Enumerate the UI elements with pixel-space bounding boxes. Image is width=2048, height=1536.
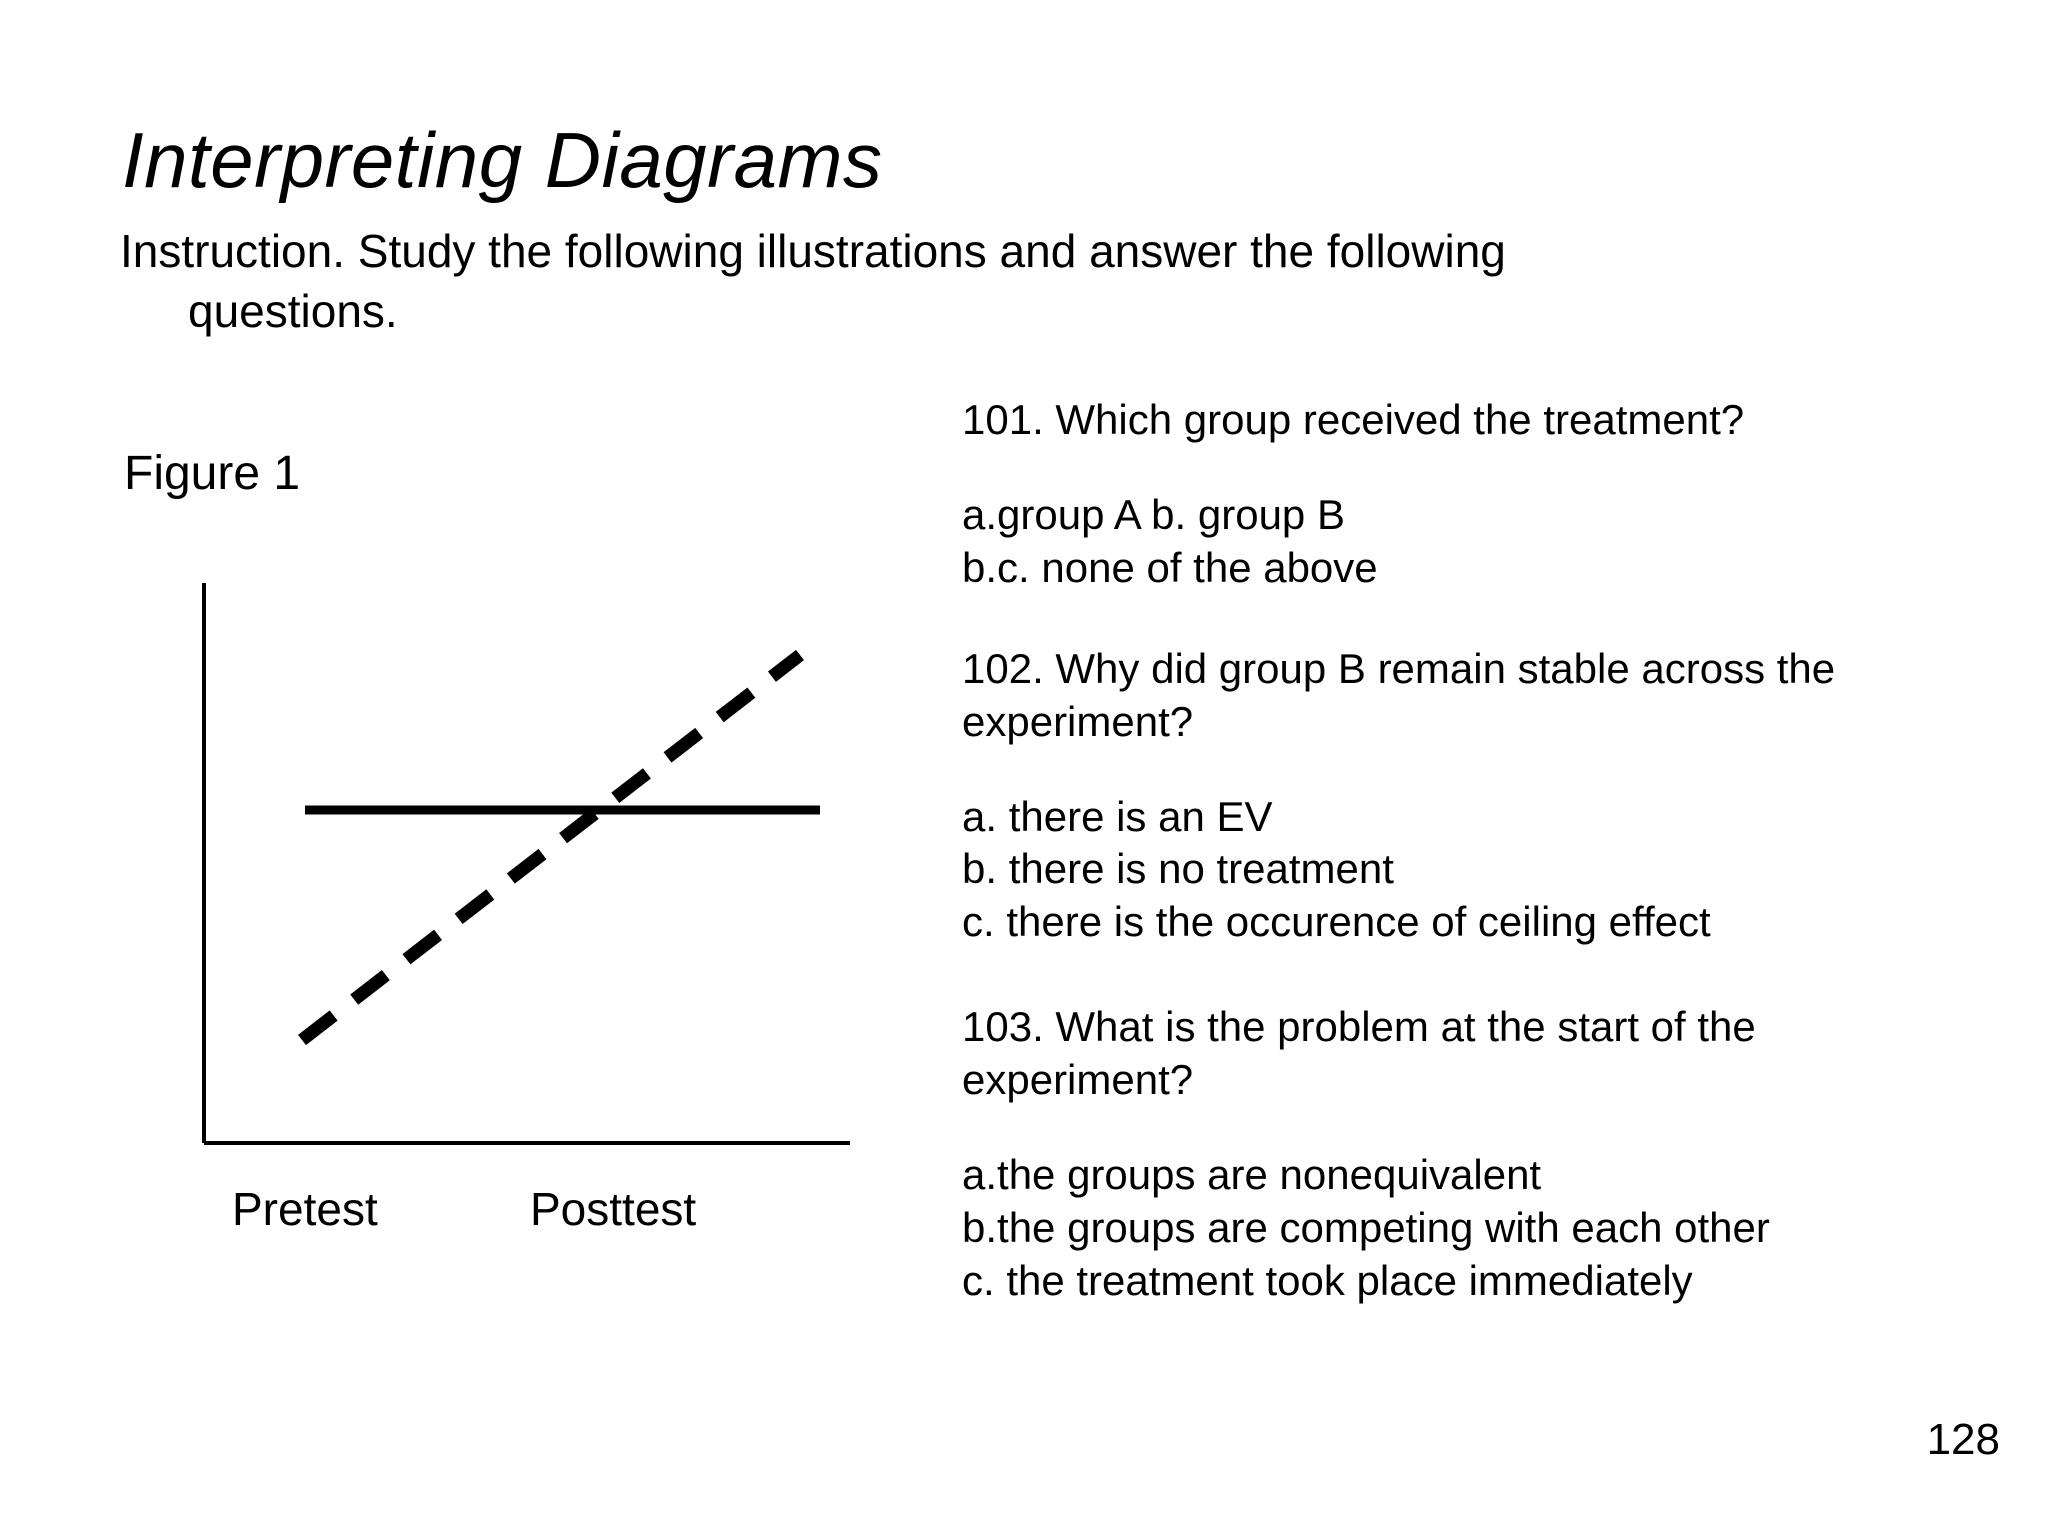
spacer	[962, 949, 1992, 1001]
question-101-options: a.group A b. group B b.c. none of the ab…	[962, 489, 1992, 595]
question-101: 101. Which group received the treatment?…	[962, 394, 1992, 595]
question-103-options: a.the groups are nonequivalent b.the gro…	[962, 1149, 1992, 1308]
page-number: 128	[1926, 1415, 2000, 1464]
question-103-option-a[interactable]: a.the groups are nonequivalent	[962, 1151, 1542, 1199]
questions-column: 101. Which group received the treatment?…	[962, 394, 1992, 1308]
question-103-option-c[interactable]: c. the treatment took place immediately	[962, 1256, 1693, 1304]
question-103-option-b[interactable]: b.the groups are competing with each oth…	[962, 1203, 1770, 1251]
page-title: Interpreting Diagrams	[122, 116, 883, 205]
question-103-stem: 103. What is the problem at the start of…	[962, 1003, 1756, 1104]
spacer	[962, 595, 1992, 643]
question-101-stem: 101. Which group received the treatment?	[962, 396, 1745, 443]
question-101-option-b[interactable]: b.c. none of the above	[962, 543, 1378, 591]
x-axis-label-posttest: Posttest	[530, 1183, 697, 1235]
instruction-line-1: Instruction. Study the following illustr…	[120, 225, 1506, 277]
question-103: 103. What is the problem at the start of…	[962, 1001, 1992, 1308]
series-dashed-group-a	[298, 649, 804, 1046]
question-102-stem: 102. Why did group B remain stable acros…	[962, 644, 1836, 745]
question-102: 102. Why did group B remain stable acros…	[962, 643, 1992, 950]
x-axis-caption-row: Pretest Posttest	[150, 1185, 890, 1245]
x-axis-label-pretest: Pretest	[232, 1183, 378, 1235]
figure-1-chart	[150, 560, 890, 1180]
question-102-options: a. there is an EV b. there is no treatme…	[962, 791, 1992, 950]
question-101-option-a[interactable]: a.group A b. group B	[962, 490, 1345, 538]
instruction-line-2: questions.	[188, 284, 398, 337]
figure-label: Figure 1	[124, 447, 301, 500]
spacer	[962, 1107, 1992, 1149]
spacer	[962, 749, 1992, 791]
spacer	[962, 447, 1992, 489]
question-102-option-a[interactable]: a. there is an EV	[962, 792, 1273, 840]
question-102-option-b[interactable]: b. there is no treatment	[962, 845, 1394, 893]
question-102-option-c[interactable]: c. there is the occurence of ceiling eff…	[962, 898, 1711, 946]
instruction-block: Instruction. Study the following illustr…	[120, 222, 1910, 342]
chart-svg	[202, 583, 850, 1145]
